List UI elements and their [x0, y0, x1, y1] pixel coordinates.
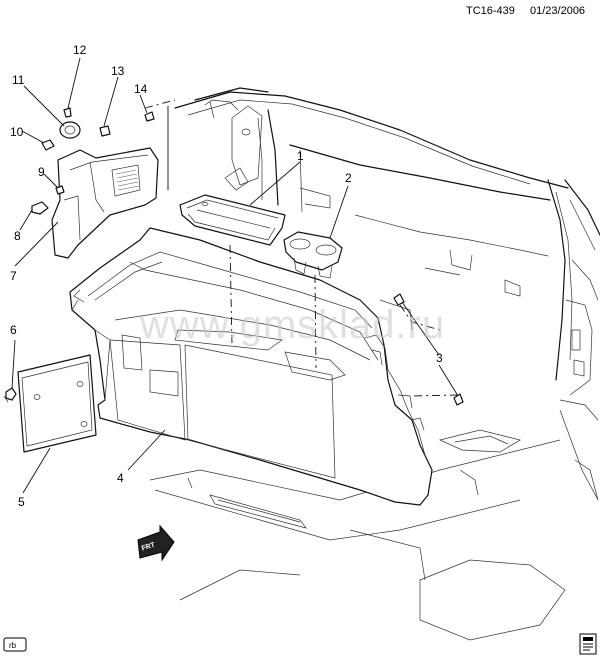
part-6-fastener: [3, 387, 17, 403]
callout-5: 5: [18, 495, 25, 509]
front-arrow-label: FRT: [141, 541, 157, 552]
front-direction-arrow: FRT: [137, 524, 175, 562]
part-12-screw: [63, 107, 72, 118]
callout-labels: 1 2 3 4 5 6 7 8 9 10 11 12 13 14: [10, 43, 443, 509]
part-14-clip: [144, 111, 155, 122]
callout-7: 7: [10, 269, 17, 283]
pocket-tray-opening: [174, 329, 283, 351]
part-8-clip: [31, 201, 49, 215]
book-icon: [579, 633, 597, 655]
diagram-date: 01/23/2006: [530, 5, 585, 17]
part-1-storage-tray: [179, 194, 286, 246]
leader-lines: [11, 57, 459, 494]
callout-8: 8: [14, 229, 21, 243]
callout-13: 13: [111, 64, 125, 78]
callout-10: 10: [10, 125, 24, 139]
part-7-upper-trim-panel: [51, 147, 159, 259]
vehicle-body-structure: [149, 87, 600, 641]
callout-12: 12: [73, 43, 87, 57]
callout-11: 11: [12, 73, 25, 87]
watermark-text: www.gmsklad.ru: [139, 303, 445, 347]
pocket-cupholder-opening: [284, 351, 346, 381]
callout-6: 6: [10, 323, 17, 337]
footer-left-badge: rb: [3, 637, 27, 652]
callout-14: 14: [134, 82, 148, 96]
diagram-code: TC16-439: [466, 5, 515, 17]
part-3-retainer-upper: [393, 293, 405, 306]
callout-1: 1: [297, 149, 304, 163]
part-11-speaker: [59, 121, 81, 139]
part-2-cupholder: [283, 231, 343, 279]
callout-4: 4: [117, 471, 124, 485]
callout-3: 3: [436, 351, 443, 365]
part-3-retainer-lower: [453, 393, 464, 406]
callout-2: 2: [345, 171, 352, 185]
part-13-clip: [99, 125, 111, 137]
part-10-clip: [41, 139, 55, 151]
footer-badge-label: rb: [9, 641, 17, 650]
callout-9: 9: [38, 165, 45, 179]
assembly-lines: [144, 99, 459, 397]
part-4-quarter-trim-panel: [69, 227, 433, 506]
part-5-access-cover: [17, 354, 97, 453]
